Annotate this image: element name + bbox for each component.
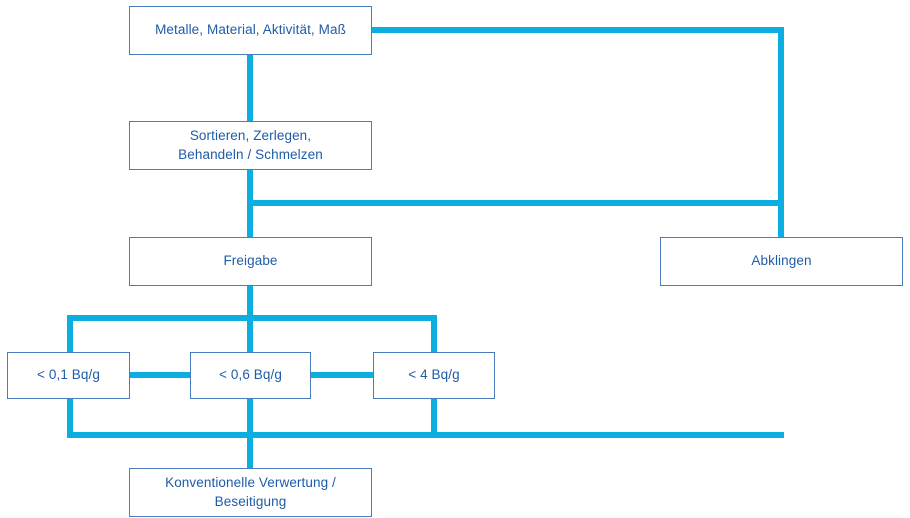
node-level-01-label: < 0,1 Bq/g	[37, 367, 100, 383]
edge-levels-bracket-top	[67, 315, 437, 321]
node-decay-label: Abklingen	[751, 253, 812, 269]
edge-levels-bracket-bottom	[67, 432, 784, 438]
edge-input-to-right-trunk	[371, 27, 784, 33]
edge-level06-to-level4	[310, 372, 374, 378]
node-input[interactable]: Metalle, Material, Aktivität, Maß	[129, 6, 372, 55]
edge-right-trunk-vertical	[778, 27, 784, 241]
edge-levels-to-disposal	[247, 398, 253, 468]
node-disposal-label: Konventionelle Verwertung / Beseitigung	[165, 475, 336, 509]
node-processing[interactable]: Sortieren, Zerlegen, Behandeln / Schmelz…	[129, 121, 372, 170]
node-level-01[interactable]: < 0,1 Bq/g	[7, 352, 130, 399]
node-level-4[interactable]: < 4 Bq/g	[373, 352, 495, 399]
node-input-label: Metalle, Material, Aktivität, Maß	[155, 22, 346, 38]
node-level-06[interactable]: < 0,6 Bq/g	[190, 352, 311, 399]
node-release-label: Freigabe	[223, 253, 278, 269]
edge-level01-to-level06	[129, 372, 191, 378]
node-decay[interactable]: Abklingen	[660, 237, 903, 286]
node-level-4-label: < 4 Bq/g	[408, 367, 460, 383]
edge-input-to-processing	[247, 54, 253, 122]
node-disposal[interactable]: Konventionelle Verwertung / Beseitigung	[129, 468, 372, 517]
node-release[interactable]: Freigabe	[129, 237, 372, 286]
node-level-06-label: < 0,6 Bq/g	[219, 367, 282, 383]
edge-processing-to-right-trunk	[247, 200, 784, 206]
node-processing-label: Sortieren, Zerlegen, Behandeln / Schmelz…	[178, 128, 323, 162]
